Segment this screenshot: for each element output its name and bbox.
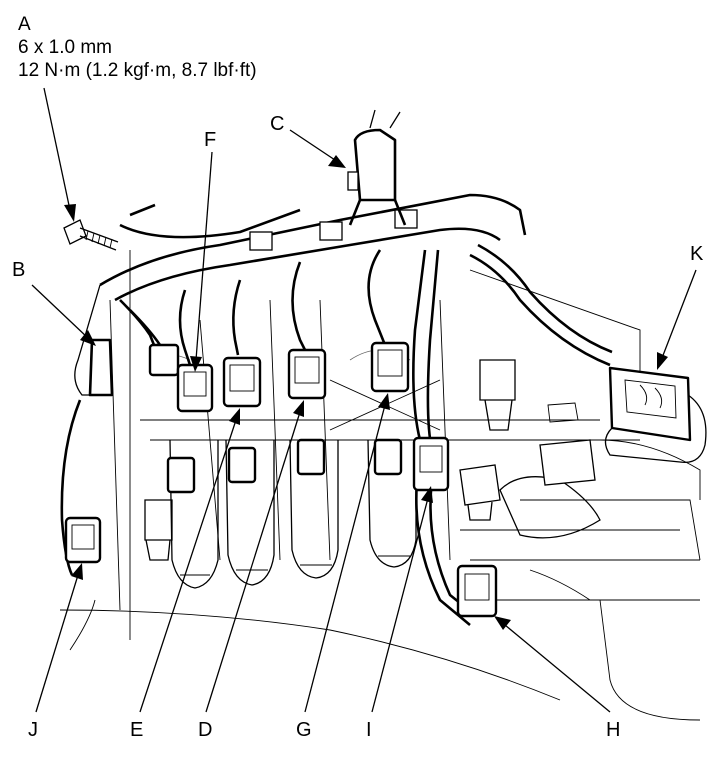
callout-j: J: [28, 719, 38, 741]
callout-g: G: [296, 719, 312, 741]
callout-i: I: [366, 719, 372, 741]
harness-rail: [74, 193, 527, 397]
fastener-size: 6 x 1.0 mm: [18, 37, 112, 58]
harness-branch-c: [347, 109, 407, 226]
engine-block: [59, 250, 701, 721]
callout-h: H: [606, 719, 621, 741]
callout-b: B: [12, 259, 26, 281]
callout-c: C: [270, 113, 285, 135]
callout-k: K: [690, 243, 704, 265]
leader-lines: [31, 87, 697, 713]
labeled-connectors: [64, 341, 707, 618]
callout-e: E: [130, 719, 144, 741]
bolt-a: [63, 219, 119, 251]
secondary-connectors: [148, 343, 403, 494]
connector-leads: [60, 243, 613, 626]
fastener-label: A: [18, 14, 31, 35]
callout-d: D: [198, 719, 213, 741]
callout-f: F: [204, 129, 217, 151]
injector-bodies: [144, 359, 601, 589]
fastener-torque: 12 N·m (1.2 kgf·m, 8.7 lbf·ft): [18, 60, 257, 81]
